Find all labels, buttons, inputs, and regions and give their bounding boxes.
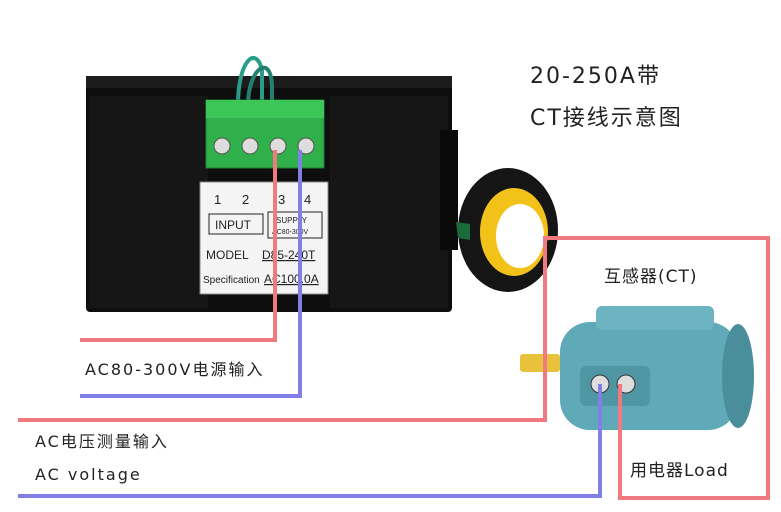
terminal-block bbox=[205, 99, 325, 169]
terminal-number-2: 2 bbox=[242, 192, 249, 207]
model-label: MODEL bbox=[206, 248, 249, 262]
blue-wire bbox=[18, 150, 602, 498]
current-transformer bbox=[456, 168, 558, 292]
terminal-number-4: 4 bbox=[304, 192, 311, 207]
load-label: 用电器Load bbox=[630, 461, 729, 481]
terminal-leads bbox=[236, 56, 274, 106]
terminal-number-1: 1 bbox=[214, 192, 221, 207]
diagram-title-line1: 20-250A带 bbox=[530, 64, 661, 89]
spec-label: Specification bbox=[203, 275, 260, 286]
spec-label-plate: 1 2 3 4 INPUT SUPPLY AC80-300V MODEL D85… bbox=[199, 181, 329, 295]
supply-text: SUPPLY bbox=[276, 216, 308, 225]
model-value: D85-240T bbox=[262, 248, 316, 262]
diagram-title-line2: CT接线示意图 bbox=[530, 106, 683, 131]
motor-load bbox=[520, 306, 754, 430]
supply-input-label: AC80-300V电源输入 bbox=[85, 360, 265, 379]
spec-value: AC100.0A bbox=[264, 272, 319, 286]
red-wire bbox=[18, 150, 770, 500]
terminal-number-3: 3 bbox=[278, 192, 285, 207]
ac-voltage-en-label: AC voltage bbox=[35, 465, 142, 484]
input-label: INPUT bbox=[215, 218, 252, 232]
ac-voltage-cn-label: AC电压测量输入 bbox=[35, 432, 169, 451]
ct-label: 互感器(CT) bbox=[604, 267, 698, 287]
supply-range-text: AC80-300V bbox=[272, 229, 309, 236]
